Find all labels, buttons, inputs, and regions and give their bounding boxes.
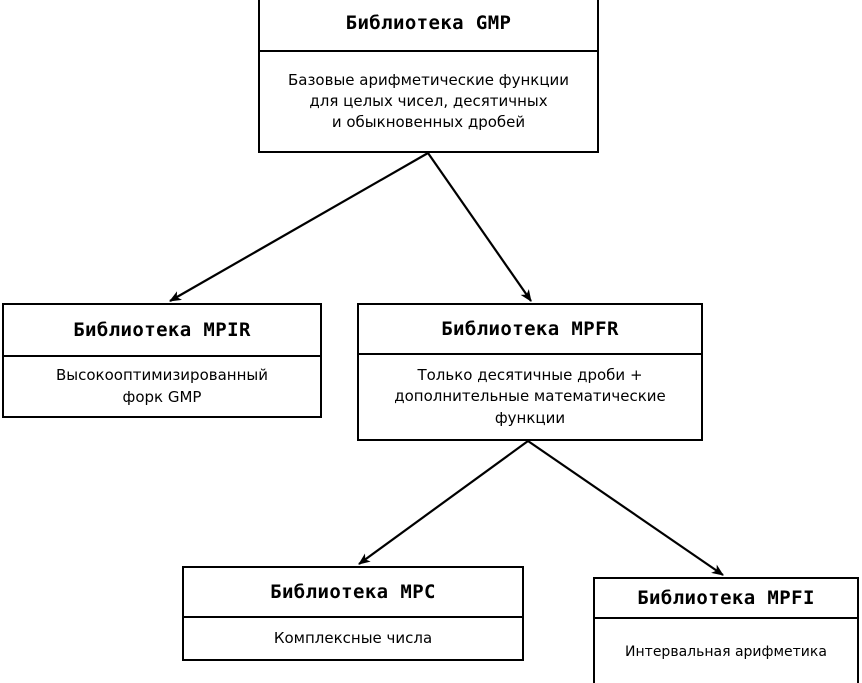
node-gmp-body-line: и обыкновенных дробей — [331, 113, 526, 132]
node-mpir-body-line: Высокооптимизированный — [56, 366, 268, 385]
node-mpfr-body-line: дополнительные математические — [394, 387, 666, 406]
edge-gmp-to-mpfr — [427, 152, 532, 302]
node-mpir-body: Высокооптимизированный форк GMP — [4, 357, 320, 416]
node-mpfi[interactable]: Библиотека MPFI Интервальная арифметика — [593, 577, 859, 683]
node-mpfr-body-line: функции — [494, 408, 566, 427]
node-mpc-body-line: Комплексные числа — [273, 628, 433, 647]
edge-mpfr-to-mpc — [358, 440, 529, 565]
node-gmp[interactable]: Библиотека GMP Базовые арифметические фу… — [258, 0, 599, 153]
edge-gmp-to-mpir — [169, 152, 429, 302]
node-mpfi-body: Интервальная арифметика — [595, 619, 857, 683]
node-mpfr[interactable]: Библиотека MPFR Только десятичные дроби … — [357, 303, 703, 441]
node-gmp-body: Базовые арифметические функции для целых… — [260, 52, 597, 151]
node-mpfi-body-line: Интервальная арифметика — [625, 644, 827, 661]
node-mpir-body-line: форк GMP — [122, 387, 202, 406]
node-mpfi-title: Библиотека MPFI — [595, 579, 857, 619]
node-mpc[interactable]: Библиотека MPC Комплексные числа — [182, 566, 524, 661]
node-gmp-title: Библиотека GMP — [260, 0, 597, 52]
node-mpfr-body: Только десятичные дроби + дополнительные… — [359, 355, 701, 439]
node-mpc-body: Комплексные числа — [184, 618, 522, 659]
node-gmp-body-line: Базовые арифметические функции — [287, 70, 570, 89]
node-mpc-title: Библиотека MPC — [184, 568, 522, 618]
node-gmp-body-line: для целых чисел, десятичных — [309, 91, 548, 110]
node-mpir-title: Библиотека MPIR — [4, 305, 320, 357]
node-mpir[interactable]: Библиотека MPIR Высокооптимизированный ф… — [2, 303, 322, 418]
node-mpfr-body-line: Только десятичные дроби + — [417, 366, 643, 385]
node-mpfr-title: Библиотека MPFR — [359, 305, 701, 355]
edge-mpfr-to-mpfi — [527, 440, 724, 576]
